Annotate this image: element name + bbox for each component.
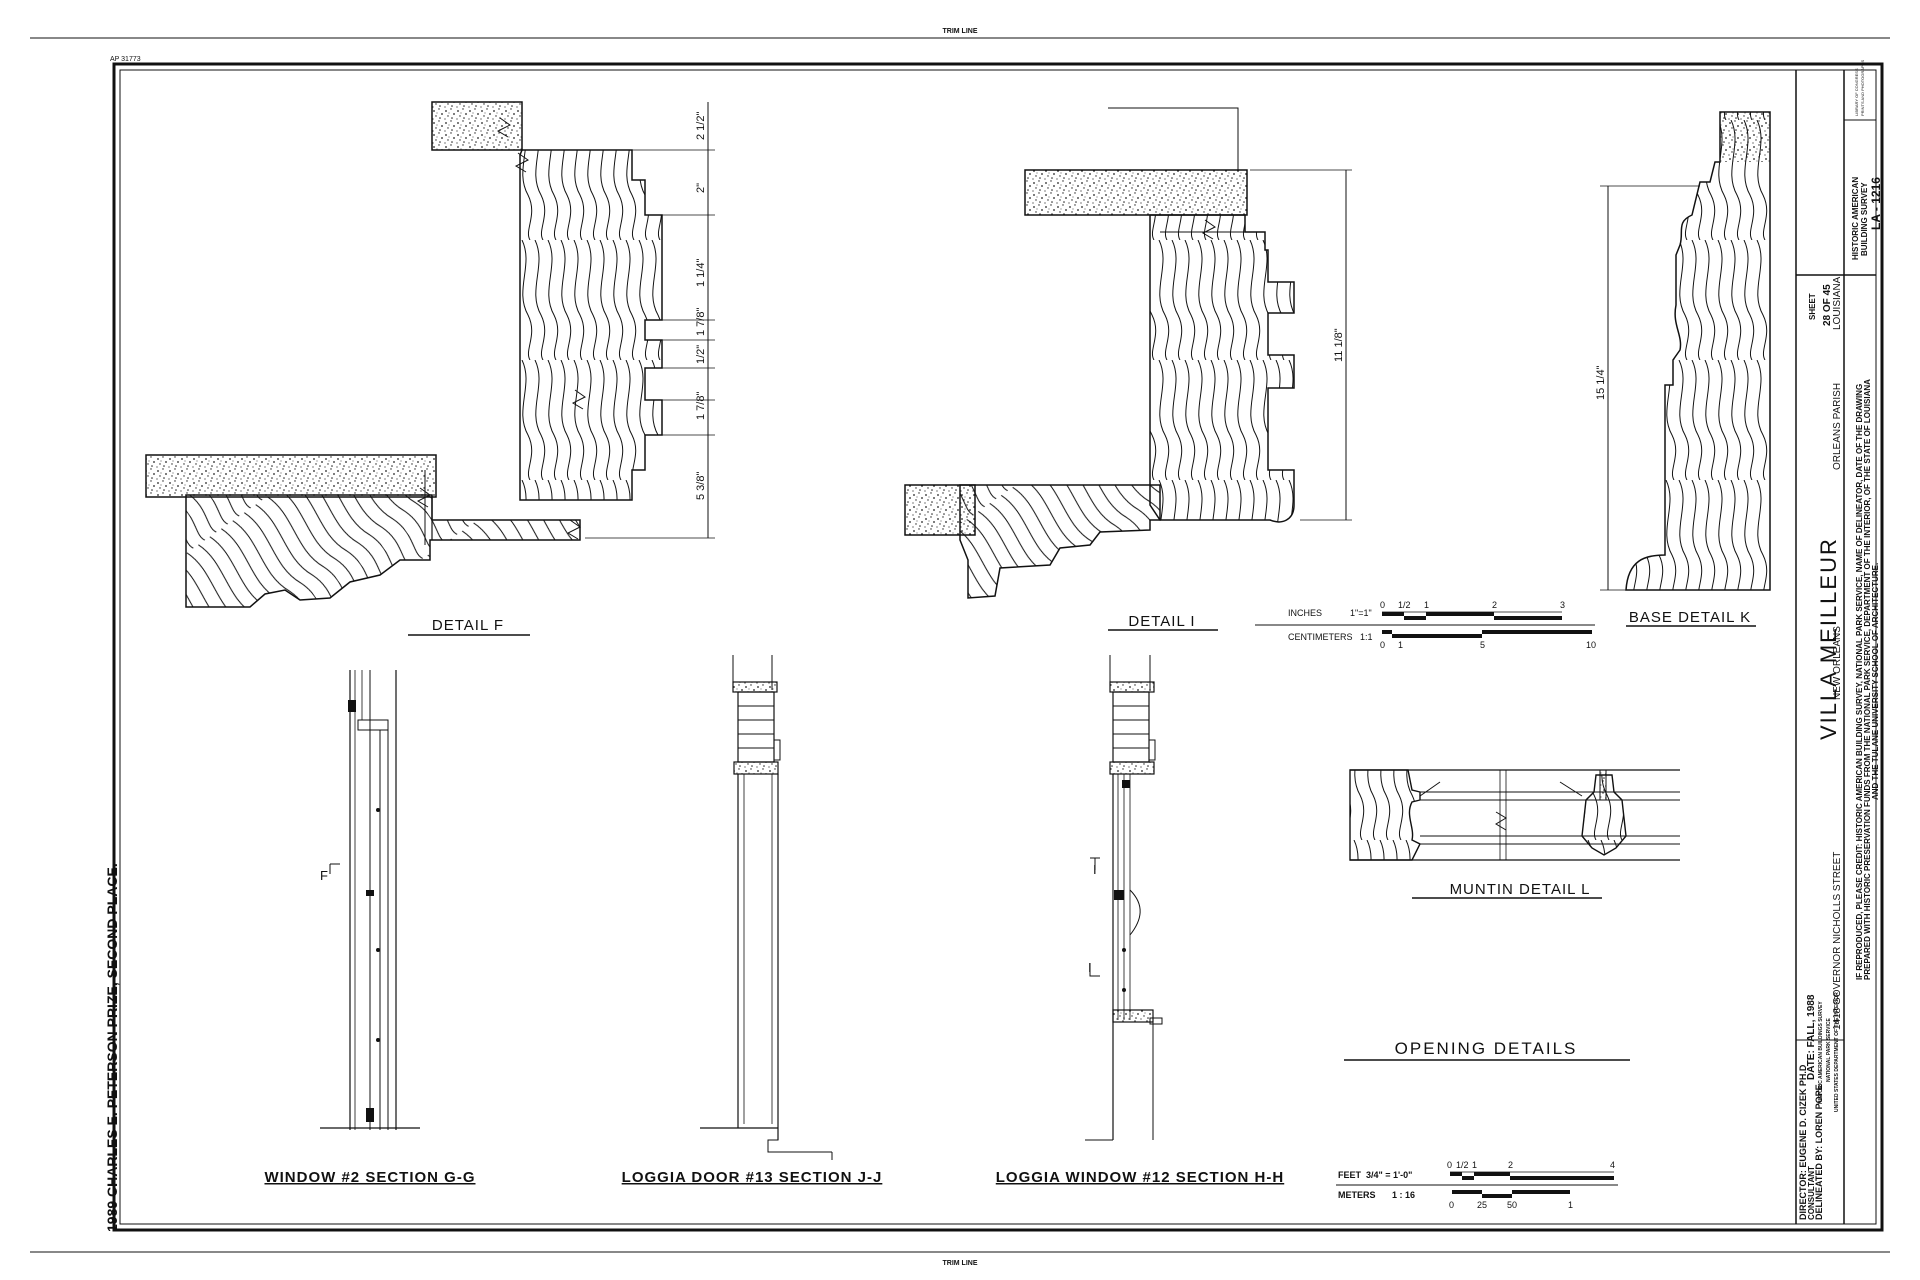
base-detail-k-drawing: [1600, 111, 1771, 591]
scale-inches-tick-1: 1/2: [1398, 600, 1411, 610]
loggia-door-13-label: LOGGIA DOOR #13 SECTION J-J: [622, 1169, 883, 1186]
scale-cm-tick-3: 10: [1586, 640, 1596, 650]
project-title: VILLA MEILLEUR: [1816, 537, 1841, 740]
detail-f-label: DETAIL F: [432, 617, 504, 634]
dim-f-6: 1 7/8": [695, 392, 707, 420]
stamp-line-1: LIBRARY OF CONGRESS: [1854, 68, 1859, 116]
loggia-door-13-section: [700, 655, 833, 1160]
scale-cm-tick-0: 0: [1380, 640, 1385, 650]
detail-i-drawing: [904, 107, 1352, 599]
project-city: NEW ORLEANS: [1832, 626, 1843, 700]
scale-inches-cm: [1255, 611, 1595, 638]
trim-line-top-label: TRIM LINE: [943, 28, 978, 35]
scale-cm-tick-1: 1: [1398, 640, 1403, 650]
detail-f-drawing: [145, 101, 715, 608]
scale-meters-tick-3: 1: [1568, 1200, 1573, 1210]
credit-line-3: AND THE TULANE UNIVERSITY SCHOOL OF ARCH…: [1871, 563, 1880, 800]
stamp-line-2: PRINTS AND PHOTOGRAPHS: [1860, 60, 1865, 116]
trim-line-bottom-label: TRIM LINE: [943, 1260, 978, 1267]
scale-meters-ratio: 1 : 16: [1392, 1190, 1415, 1200]
sheet-border-inner: [119, 69, 1877, 1225]
agency-line-2: NATIONAL PARK SERVICE: [1826, 1018, 1832, 1082]
muntin-detail-l-label: MUNTIN DETAIL L: [1450, 881, 1591, 898]
scale-cm-label: CENTIMETERS: [1288, 632, 1353, 642]
detail-i-label: DETAIL I: [1128, 613, 1195, 630]
agency-line-3: UNITED STATES DEPARTMENT OF THE INTERIOR: [1834, 992, 1840, 1112]
sheet-number: 28 OF 45: [1822, 284, 1833, 326]
director-line: DIRECTOR: EUGENE D. CIZEK PH.D: [1798, 1064, 1808, 1220]
loggia-window-12-section: [1085, 655, 1163, 1141]
section-marker-f: F: [320, 868, 328, 883]
dim-k: 15 1/4": [1595, 365, 1607, 400]
muntin-detail-l-drawing: [1349, 769, 1680, 861]
opening-details-title: OPENING DETAILS: [1395, 1039, 1578, 1058]
section-marker-i-2: I: [1088, 960, 1092, 975]
scale-meters-label: METERS: [1338, 1190, 1376, 1200]
scale-feet-ratio: 3/4" = 1'-0": [1366, 1170, 1412, 1180]
trim-lines: TRIM LINE TRIM LINE AP 31773: [30, 28, 1890, 1267]
dim-f-5: 1/2": [695, 345, 707, 364]
survey-line-2: BUILDING SURVEY: [1860, 182, 1869, 256]
scale-feet-tick-1: 1/2: [1456, 1160, 1469, 1170]
scale-inches-label: INCHES: [1288, 608, 1322, 618]
scale-cm-tick-2: 5: [1480, 640, 1485, 650]
dim-f-3: 1 1/4": [695, 259, 707, 287]
scale-feet-tick-2: 1: [1472, 1160, 1477, 1170]
project-address: 1418 GOVERNOR NICHOLLS STREET: [1832, 852, 1843, 1030]
scale-cm-ratio: 1:1: [1360, 632, 1373, 642]
scale-meters-tick-1: 25: [1477, 1200, 1487, 1210]
scale-inches-tick-3: 2: [1492, 600, 1497, 610]
dim-i: 11 1/8": [1333, 328, 1345, 362]
scale-inches-ratio: 1"=1": [1350, 608, 1372, 618]
consultant-line: CONSULTANT: [1807, 1166, 1816, 1220]
title-block-frame: [1795, 70, 1876, 1224]
scale-meters-tick-0: 0: [1449, 1200, 1454, 1210]
survey-number: LA - 1216: [1869, 177, 1883, 230]
dim-f-2: 2": [695, 183, 707, 193]
project-state: LOUISIANA: [1832, 276, 1843, 330]
ap-number: AP 31773: [110, 56, 141, 63]
scale-feet-label: FEET: [1338, 1170, 1362, 1180]
dim-f-4: 1 7/8": [695, 308, 707, 336]
section-marker-i: I: [1093, 862, 1097, 877]
scale-feet-tick-4: 4: [1610, 1160, 1615, 1170]
base-detail-k-label: BASE DETAIL K: [1629, 609, 1751, 626]
sheet-label: SHEET: [1808, 293, 1817, 320]
dim-f-7: 5 3/8": [695, 472, 707, 500]
credit-line-1: IF REPRODUCED, PLEASE CREDIT: HISTORIC A…: [1855, 384, 1864, 980]
scale-feet-meters: [1336, 1171, 1618, 1198]
dim-f-1: 2 1/2": [695, 112, 707, 140]
scale-feet-tick-3: 2: [1508, 1160, 1513, 1170]
window-2-section: [320, 670, 420, 1130]
scale-inches-tick-0: 0: [1380, 600, 1385, 610]
sheet-border-outer: [112, 62, 1884, 1232]
date-line: DATE: FALL, 1988: [1806, 994, 1817, 1080]
scale-inches-tick-4: 3: [1560, 600, 1565, 610]
scale-feet-tick-0: 0: [1447, 1160, 1452, 1170]
scale-meters-tick-2: 50: [1507, 1200, 1517, 1210]
delineator-line: DELINEATED BY: LOREN POPE: [1814, 1084, 1824, 1220]
survey-line-1: HISTORIC AMERICAN: [1851, 177, 1860, 260]
project-parish: ORLEANS PARISH: [1832, 383, 1843, 470]
credit-line-2: PREPARED WITH HISTORIC PRESERVATION FUND…: [1863, 379, 1872, 980]
scale-inches-tick-2: 1: [1424, 600, 1429, 610]
loggia-window-12-label: LOGGIA WINDOW #12 SECTION H-H: [996, 1169, 1284, 1186]
window-2-section-label: WINDOW #2 SECTION G-G: [264, 1169, 475, 1186]
agency-line-1: HISTORIC AMERICAN BUILDINGS SURVEY: [1818, 1001, 1824, 1104]
prize-note: 1989 CHARLES E. PETERSON PRIZE, SECOND P…: [104, 863, 120, 1232]
